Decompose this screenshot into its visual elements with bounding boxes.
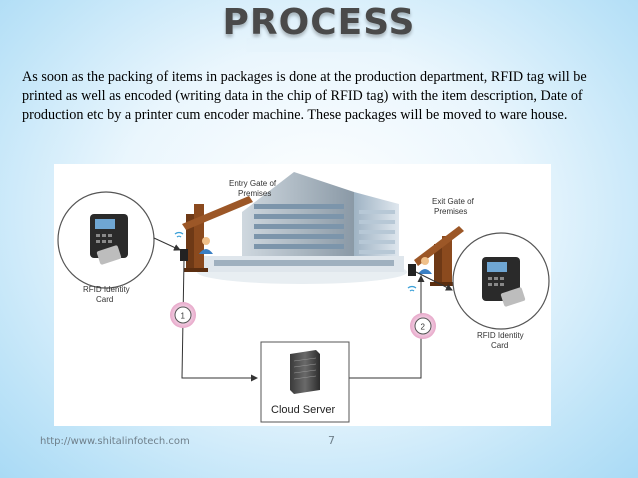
rfid-attendance-reader-right: RFID Identity Card (452, 232, 550, 350)
exit-gate-label-line2: Premises (434, 207, 467, 216)
right-connector-line (349, 275, 425, 379)
left-reader-label-line1: RFID Identity (83, 285, 130, 294)
step-1-badge: 1 (170, 302, 196, 328)
body-paragraph: As soon as the packing of items in packa… (22, 69, 587, 123)
step-2-badge: 2 (410, 313, 436, 339)
left-reader-label-line2: Card (96, 295, 113, 304)
cloud-server-box: Cloud Server (260, 341, 350, 423)
person-icon (418, 257, 432, 274)
person-icon (199, 237, 213, 254)
footer-url: http://www.shitalinfotech.com (40, 436, 190, 447)
entry-gate-barrier-icon (182, 196, 253, 272)
rfid-attendance-reader-left: RFID Identity Card (57, 191, 155, 304)
page-number: 7 (328, 434, 335, 447)
exit-gate-label-line1: Exit Gate of (432, 197, 475, 206)
step-2-number: 2 (421, 323, 426, 332)
server-tower-icon (290, 350, 320, 394)
right-reader-label-line2: Card (491, 341, 508, 350)
step-1-number: 1 (181, 312, 186, 321)
right-reader-label-line1: RFID Identity (477, 331, 524, 340)
entry-gate-label-line2: Premises (238, 189, 271, 198)
wifi-signal-icon (174, 231, 184, 238)
wifi-signal-icon (407, 285, 417, 292)
slide-title: PROCESS (0, 2, 638, 43)
cloud-server-label: Cloud Server (271, 404, 336, 416)
left-connector-line (181, 259, 258, 382)
left-reader-arrow (153, 237, 181, 251)
rfid-tag-reader-icon (408, 264, 416, 276)
exit-gate-barrier-icon (414, 226, 464, 286)
office-building-icon (197, 172, 407, 284)
rfid-tag-reader-icon (180, 249, 188, 261)
entry-gate-label-line1: Entry Gate of (229, 179, 277, 188)
process-diagram: Entry Gate of Premises Exit Gate of Prem… (54, 164, 551, 426)
